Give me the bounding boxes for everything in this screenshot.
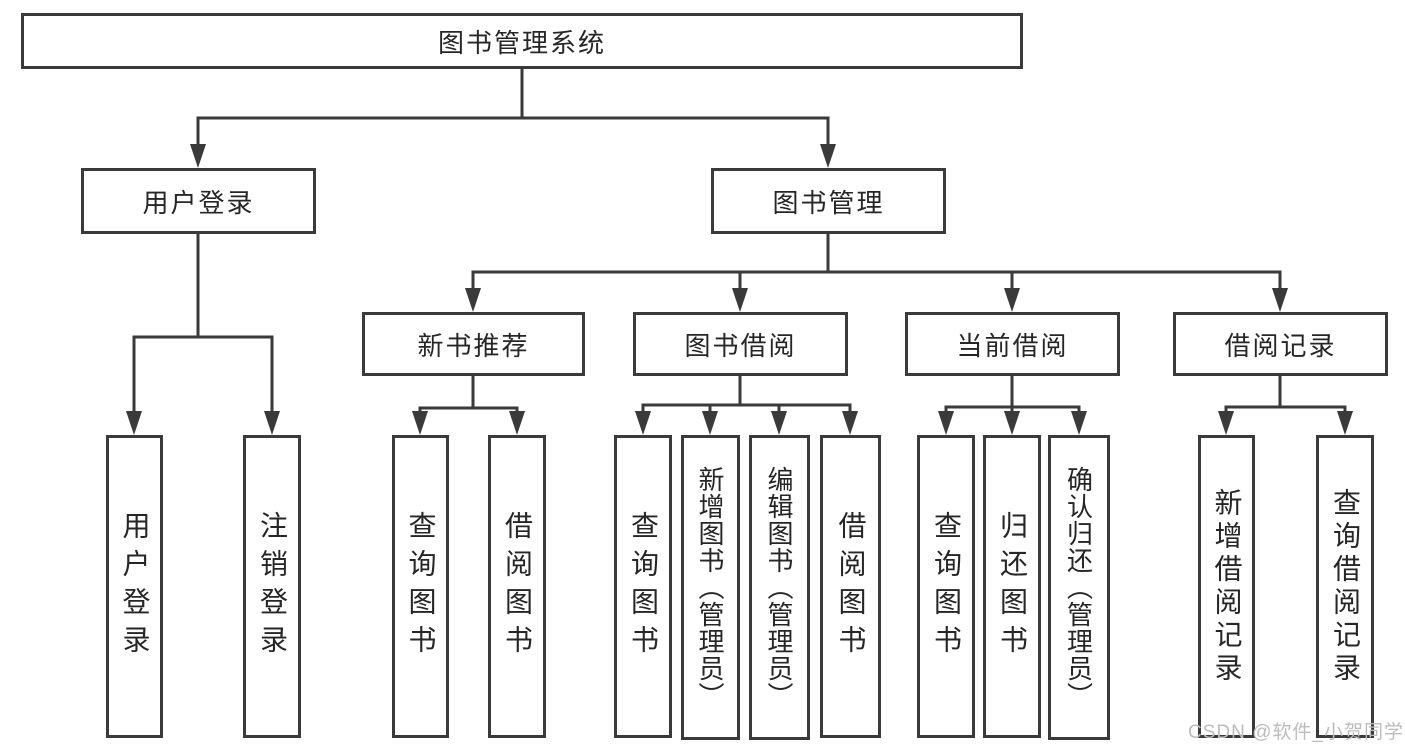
leaf-logout: 注销登录 — [243, 435, 301, 738]
node-book-management: 图书管理 — [711, 168, 946, 234]
node-current-borrow: 当前借阅 — [905, 312, 1120, 376]
leaf-label: 确认归还（管理员） — [1063, 466, 1094, 709]
leaf-label: 编辑图书（管理员） — [764, 466, 794, 709]
node-label: 借阅记录 — [1224, 330, 1337, 361]
leaf-label: 归还图书 — [997, 510, 1028, 663]
leaf-label: 查询借阅记录 — [1330, 487, 1361, 686]
csdn-watermark: CSDN @软件_小贺同学 — [1188, 722, 1404, 743]
leaf-label: 借阅图书 — [502, 510, 533, 663]
leaf-label: 注销登录 — [257, 510, 288, 663]
leaf-user-login: 用户登录 — [106, 435, 163, 738]
leaf-confirm-return-admin: 确认归还（管理员） — [1048, 435, 1110, 740]
node-label: 新书推荐 — [417, 330, 530, 361]
node-label: 图书管理 — [772, 187, 885, 218]
leaf-borrow-books: 借阅图书 — [820, 435, 881, 738]
leaf-query-books-borrow: 查询图书 — [614, 435, 672, 738]
leaf-label: 借阅图书 — [835, 510, 867, 663]
node-user-login: 用户登录 — [81, 168, 316, 234]
leaf-label: 查询图书 — [931, 510, 962, 663]
leaf-label: 新增图书（管理员） — [695, 466, 725, 709]
leaf-label: 新增借阅记录 — [1211, 487, 1243, 686]
leaf-query-books-current: 查询图书 — [917, 435, 975, 738]
leaf-edit-book-admin: 编辑图书（管理员） — [749, 435, 810, 740]
leaf-query-borrow-record: 查询借阅记录 — [1316, 435, 1374, 738]
leaf-label: 查询图书 — [628, 510, 659, 663]
node-book-borrow: 图书借阅 — [633, 312, 848, 376]
leaf-label: 查询图书 — [405, 510, 437, 663]
node-borrow-records: 借阅记录 — [1173, 312, 1388, 376]
node-new-book-recommend: 新书推荐 — [362, 312, 585, 376]
leaf-borrow-books-newbook: 借阅图书 — [488, 435, 546, 738]
leaf-add-book-admin: 新增图书（管理员） — [681, 435, 740, 740]
leaf-query-books-newbook: 查询图书 — [392, 435, 449, 738]
leaf-add-borrow-record: 新增借阅记录 — [1198, 435, 1255, 738]
node-label: 图书管理系统 — [437, 27, 606, 58]
node-label: 用户登录 — [142, 187, 255, 218]
node-label: 当前借阅 — [956, 330, 1069, 361]
leaf-label: 用户登录 — [119, 510, 151, 663]
leaf-return-books: 归还图书 — [983, 435, 1041, 738]
node-library-management-system: 图书管理系统 — [21, 13, 1023, 69]
node-label: 图书借阅 — [684, 330, 797, 361]
